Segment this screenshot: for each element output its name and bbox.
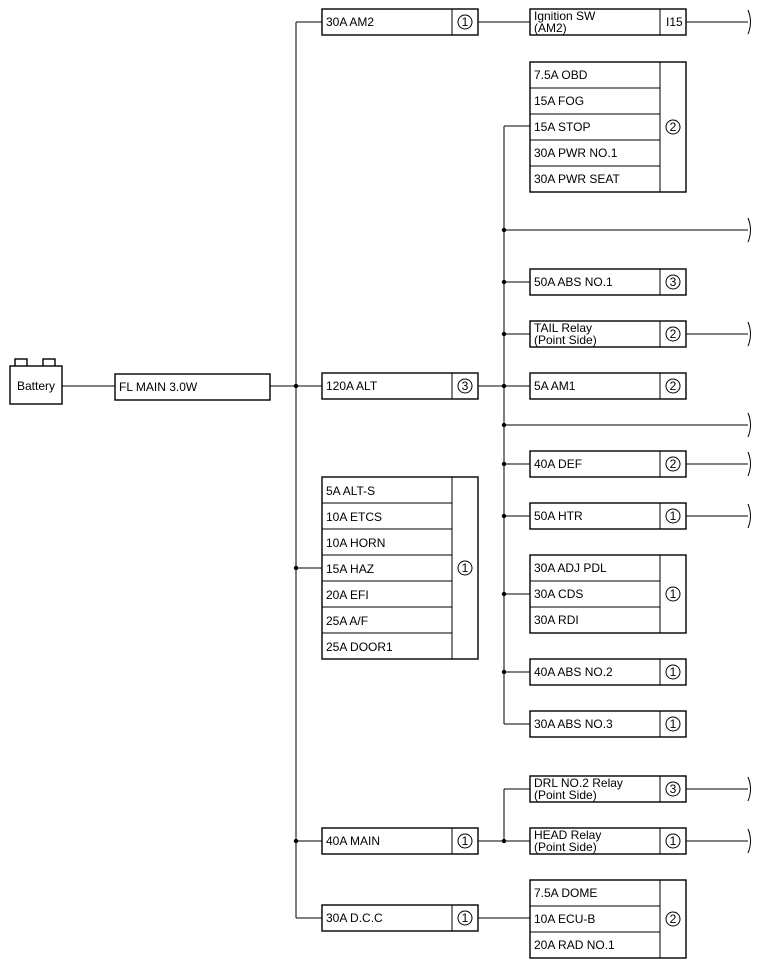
fuse-def: 40A DEF 2 — [529, 450, 687, 478]
dome-fuse-item: 7.5A DOME — [534, 886, 597, 900]
fuse-abs-no1: 50A ABS NO.1 3 — [529, 268, 687, 296]
right-fuse-item: 30A PWR SEAT — [534, 172, 620, 186]
ignition-connector: I15 — [666, 15, 683, 29]
left-fuse-item: 25A A/F — [326, 614, 368, 628]
fuse-abs-no2-number: 1 — [670, 665, 677, 679]
left-fuse-item: 10A ETCS — [326, 510, 382, 524]
right-fuse-item: 15A STOP — [534, 120, 590, 134]
left-fuse-item: 10A HORN — [326, 536, 385, 550]
fuse-abs-no3-label: 30A ABS NO.3 — [534, 717, 613, 731]
fuse-main-number: 1 — [462, 834, 469, 848]
drl-relay: DRL NO.2 Relay (Point Side) 3 — [529, 775, 687, 803]
left-fuse-item: 20A EFI — [326, 588, 369, 602]
dome-fuse-item: 10A ECU-B — [534, 912, 595, 926]
drl-relay-sublabel: (Point Side) — [534, 788, 597, 802]
fuse-htr: 50A HTR 1 — [529, 502, 687, 530]
dome-fuse-item: 20A RAD NO.1 — [534, 938, 615, 952]
fuse-def-number: 2 — [670, 457, 677, 471]
fuse-am1-number: 2 — [670, 379, 677, 393]
fuse-am1: 5A AM1 2 — [529, 372, 687, 400]
fuse-am2-number: 1 — [462, 15, 469, 29]
right-group-2-number: 2 — [670, 120, 677, 134]
tail-relay: TAIL Relay (Point Side) 2 — [529, 320, 687, 348]
right-fuse-group-2: 7.5A OBD 15A FOG 15A STOP 30A PWR NO.1 3… — [529, 61, 687, 193]
ignition-sublabel: (AM2) — [534, 21, 567, 35]
continuation-marks — [747, 9, 751, 854]
tail-relay-number: 2 — [670, 327, 677, 341]
adj-fuse-group: 30A ADJ PDL 30A CDS 30A RDI 1 — [529, 554, 687, 634]
fuse-am1-label: 5A AM1 — [534, 379, 576, 393]
right-fuse-item: 7.5A OBD — [534, 68, 588, 82]
fuse-abs-no1-number: 3 — [670, 275, 677, 289]
ignition-switch: Ignition SW (AM2) I15 — [529, 8, 687, 36]
wiring — [62, 21, 748, 919]
fuse-am2-label: 30A AM2 — [326, 15, 374, 29]
fuse-alt-number: 3 — [462, 379, 469, 393]
fuse-dcc-label: 30A D.C.C — [326, 911, 383, 925]
head-relay: HEAD Relay (Point Side) 1 — [529, 827, 687, 855]
left-group-number: 1 — [462, 561, 469, 575]
head-relay-label: HEAD Relay — [534, 828, 601, 842]
fl-main-fuse: FL MAIN 3.0W — [114, 373, 271, 401]
right-fuse-item: 15A FOG — [534, 94, 584, 108]
junction-dots — [293, 227, 507, 844]
tail-relay-sublabel: (Point Side) — [534, 333, 597, 347]
fuse-alt: 120A ALT 3 — [321, 372, 479, 400]
dome-fuse-group: 7.5A DOME 10A ECU-B 20A RAD NO.1 2 — [529, 879, 687, 959]
adj-fuse-item: 30A ADJ PDL — [534, 561, 607, 575]
fuse-abs-no1-label: 50A ABS NO.1 — [534, 275, 613, 289]
fuse-dcc: 30A D.C.C 1 — [321, 904, 479, 932]
left-fuse-item: 15A HAZ — [326, 562, 374, 576]
battery: Battery — [9, 358, 63, 405]
fuse-dcc-number: 1 — [462, 911, 469, 925]
fuse-abs-no2: 40A ABS NO.2 1 — [529, 658, 687, 686]
left-fuse-group: 5A ALT-S 10A ETCS 10A HORN 15A HAZ 20A E… — [321, 476, 479, 660]
dome-group-number: 2 — [670, 912, 677, 926]
fuse-abs-no2-label: 40A ABS NO.2 — [534, 665, 613, 679]
fuse-am2: 30A AM2 1 — [321, 8, 479, 36]
fl-main-label: FL MAIN 3.0W — [119, 380, 198, 394]
fuse-abs-no3: 30A ABS NO.3 1 — [529, 710, 687, 738]
left-fuse-item: 5A ALT-S — [326, 484, 375, 498]
fuse-alt-label: 120A ALT — [326, 379, 378, 393]
fuse-def-label: 40A DEF — [534, 457, 582, 471]
battery-label: Battery — [17, 379, 55, 393]
head-relay-sublabel: (Point Side) — [534, 840, 597, 854]
fuse-main: 40A MAIN 1 — [321, 827, 479, 855]
ignition-label: Ignition SW — [534, 9, 596, 23]
drl-relay-number: 3 — [670, 782, 677, 796]
adj-group-number: 1 — [670, 587, 677, 601]
tail-relay-label: TAIL Relay — [534, 321, 592, 335]
head-relay-number: 1 — [670, 834, 677, 848]
drl-relay-label: DRL NO.2 Relay — [534, 776, 623, 790]
fuse-main-label: 40A MAIN — [326, 834, 380, 848]
fuse-htr-number: 1 — [670, 509, 677, 523]
fuse-abs-no3-number: 1 — [670, 717, 677, 731]
right-fuse-item: 30A PWR NO.1 — [534, 146, 618, 160]
adj-fuse-item: 30A RDI — [534, 613, 579, 627]
left-fuse-item: 25A DOOR1 — [326, 640, 393, 654]
fuse-htr-label: 50A HTR — [534, 509, 583, 523]
adj-fuse-item: 30A CDS — [534, 587, 583, 601]
